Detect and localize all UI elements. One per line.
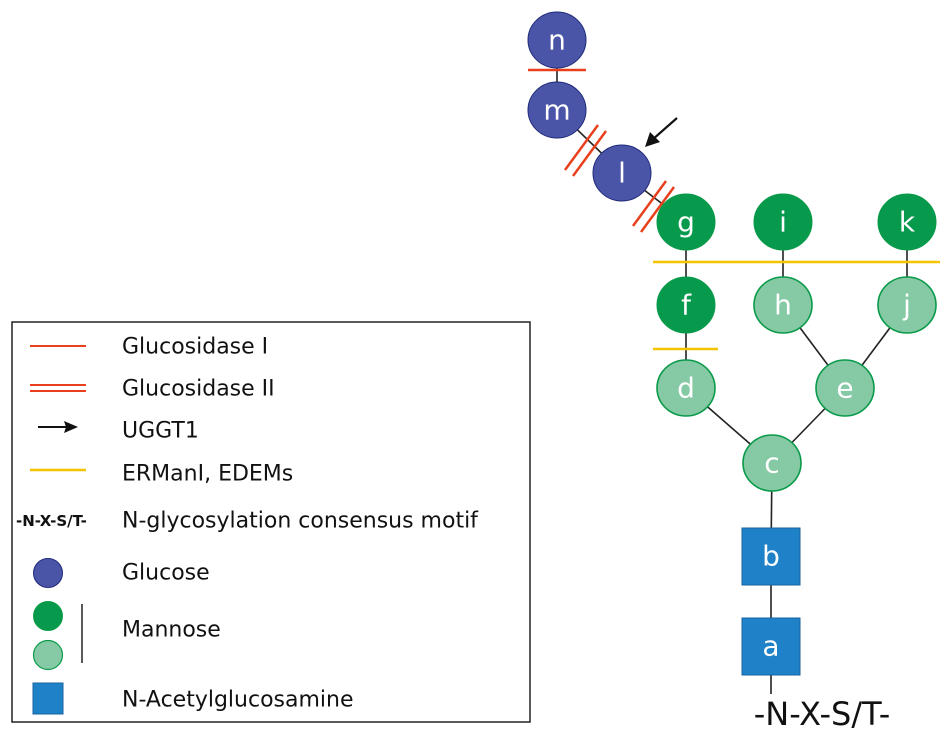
node-label: b xyxy=(762,540,780,573)
node-label: h xyxy=(774,289,792,322)
mannose-circle xyxy=(877,193,937,251)
node-j: j xyxy=(877,276,937,334)
glcnac-square xyxy=(741,527,801,586)
legend-label-glucosidase-ii: Glucosidase II xyxy=(122,377,275,402)
legend: Glucosidase I Glucosidase II UGGT1 ERMan… xyxy=(11,321,531,723)
glucose-circle xyxy=(527,81,587,139)
node-h: h xyxy=(753,276,813,334)
node-label: c xyxy=(764,447,779,480)
consensus-motif-label: -N-X-S/T- xyxy=(754,695,891,733)
node-label: j xyxy=(902,289,911,322)
node-label: f xyxy=(681,289,692,322)
node-label: k xyxy=(899,206,916,239)
nodes-layer: n m l g i k f h j d e c b a xyxy=(527,11,937,676)
node-label: i xyxy=(779,206,787,239)
mannose-circle xyxy=(656,193,716,251)
node-g: g xyxy=(656,193,716,251)
legend-label-glucosidase-i: Glucosidase I xyxy=(122,335,268,360)
node-label: m xyxy=(543,94,570,127)
node-f: f xyxy=(656,276,716,334)
node-b: b xyxy=(741,527,801,586)
node-l: l xyxy=(592,144,652,202)
legend-glucose-icon xyxy=(33,558,63,588)
uggt1-arrow-icon xyxy=(645,117,678,147)
glucose-circle xyxy=(527,11,587,69)
mannose-circle xyxy=(656,359,716,417)
legend-label-n-acetylglucosamine: N-Acetylglucosamine xyxy=(122,688,354,713)
node-m: m xyxy=(527,81,587,139)
legend-label-uggt1: UGGT1 xyxy=(122,419,199,444)
mannose-circle xyxy=(656,276,716,334)
legend-label-glucose: Glucose xyxy=(122,561,210,586)
legend-arrow-icon xyxy=(38,421,78,433)
mannose-circle xyxy=(815,359,875,417)
node-label: g xyxy=(677,206,695,239)
node-label: e xyxy=(836,372,853,405)
mannose-circle xyxy=(753,276,813,334)
node-label: n xyxy=(548,24,566,57)
mannose-circle xyxy=(742,434,802,492)
glucose-circle xyxy=(592,144,652,202)
arrowhead xyxy=(645,132,660,147)
legend-label-ermani-edems: ERManI, EDEMs xyxy=(122,462,293,487)
mannose-circle xyxy=(877,276,937,334)
node-c: c xyxy=(742,434,802,492)
legend-motif-symbol: -N-X-S/T- xyxy=(16,512,87,530)
glcnac-square xyxy=(741,617,801,676)
node-label: a xyxy=(762,630,779,663)
node-e: e xyxy=(815,359,875,417)
legend-box xyxy=(11,321,531,723)
node-i: i xyxy=(753,193,813,251)
node-label: l xyxy=(618,157,626,190)
legend-mannose-dark-icon xyxy=(33,601,63,631)
node-n: n xyxy=(527,11,587,69)
glucosidase-ii-cut-l-g xyxy=(631,180,676,233)
legend-label-consensus-motif: N-glycosylation consensus motif xyxy=(122,509,479,534)
node-label: d xyxy=(677,372,695,405)
legend-glucosidase-ii-symbol xyxy=(30,384,86,392)
node-d: d xyxy=(656,359,716,417)
glucosidase-ii-cut-m-l xyxy=(563,124,608,177)
mannose-circle xyxy=(753,193,813,251)
node-a: a xyxy=(741,617,801,676)
legend-mannose-light-icon xyxy=(32,639,64,671)
legend-label-mannose: Mannose xyxy=(122,618,221,643)
enzyme-marks xyxy=(528,68,940,351)
legend-glcnac-icon xyxy=(32,682,64,715)
node-k: k xyxy=(877,193,937,251)
